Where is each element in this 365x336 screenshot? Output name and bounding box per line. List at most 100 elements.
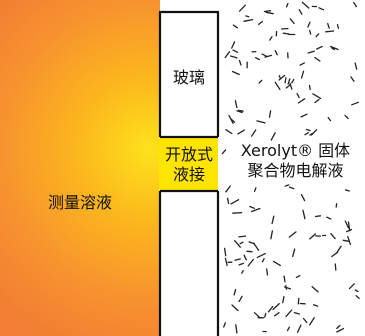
speckle-mark bbox=[223, 247, 227, 257]
speckle-mark bbox=[300, 193, 306, 202]
speckle-mark bbox=[225, 185, 231, 193]
speckle-mark bbox=[229, 55, 238, 59]
speckle-mark bbox=[258, 20, 264, 26]
speckle-mark bbox=[331, 251, 339, 258]
speckle-mark bbox=[330, 233, 336, 240]
speckle-mark bbox=[226, 197, 230, 205]
speckle-mark bbox=[347, 235, 352, 246]
speckle-mark bbox=[232, 24, 239, 29]
speckle-mark bbox=[261, 258, 265, 263]
speckle-mark bbox=[265, 11, 274, 15]
speckle-mark bbox=[284, 77, 287, 84]
speckle-mark bbox=[253, 187, 257, 192]
speckle-mark bbox=[285, 84, 291, 89]
speckle-mark bbox=[261, 53, 268, 57]
glass-upper-region bbox=[160, 12, 218, 137]
speckle-mark bbox=[245, 15, 250, 18]
speckle-mark bbox=[238, 262, 245, 266]
speckle-mark bbox=[268, 110, 272, 118]
speckle-mark bbox=[327, 22, 330, 29]
speckle-mark bbox=[231, 70, 240, 76]
speckle-mark bbox=[336, 24, 340, 29]
speckle-mark bbox=[312, 93, 322, 100]
speckle-mark bbox=[228, 114, 234, 124]
speckle-mark bbox=[232, 49, 239, 53]
speckle-mark bbox=[318, 7, 325, 11]
speckle-mark bbox=[239, 241, 244, 245]
speckle-mark bbox=[266, 268, 269, 276]
speckle-mark bbox=[287, 78, 291, 85]
speckle-mark bbox=[344, 114, 349, 120]
speckle-mark bbox=[243, 18, 254, 22]
speckle-mark bbox=[251, 207, 261, 213]
speckle-mark bbox=[344, 189, 350, 192]
speckle-mark bbox=[326, 216, 332, 220]
speckle-mark bbox=[234, 240, 241, 248]
speckle-mark bbox=[299, 62, 305, 66]
speckle-mark bbox=[282, 295, 285, 304]
speckle-mark bbox=[302, 317, 308, 324]
speckle-mark bbox=[237, 129, 245, 135]
speckle-mark bbox=[354, 289, 359, 293]
speckle-mark bbox=[224, 51, 231, 59]
speckle-mark bbox=[325, 30, 335, 33]
speckle-mark bbox=[298, 9, 303, 15]
speckle-mark bbox=[230, 199, 240, 205]
speckle-mark bbox=[274, 50, 278, 56]
speckle-mark bbox=[285, 309, 293, 318]
speckle-mark bbox=[308, 29, 312, 35]
speckle-mark bbox=[336, 245, 342, 253]
speckle-mark bbox=[221, 149, 227, 155]
speckle-mark bbox=[348, 283, 355, 290]
speckle-mark bbox=[344, 220, 350, 229]
electrolyte-speckle-texture bbox=[221, 1, 360, 334]
speckle-mark bbox=[249, 205, 256, 209]
speckle-mark bbox=[234, 100, 238, 109]
speckle-mark bbox=[280, 27, 289, 30]
xerolyt-label-line1: Xerolyt® 固体 bbox=[240, 141, 351, 160]
speckle-mark bbox=[336, 324, 341, 330]
speckle-mark bbox=[334, 263, 337, 271]
glass-lower-region bbox=[160, 191, 218, 336]
speckle-mark bbox=[243, 254, 247, 261]
speckle-mark bbox=[237, 109, 244, 112]
speckle-mark bbox=[283, 275, 286, 283]
speckle-mark bbox=[314, 98, 320, 104]
speckle-mark bbox=[296, 324, 302, 333]
speckle-mark bbox=[284, 286, 292, 290]
speckle-mark bbox=[224, 257, 228, 267]
speckle-mark bbox=[278, 74, 286, 81]
speckle-mark bbox=[286, 326, 291, 332]
xerolyt-electrolyte-label: Xerolyt® 固体 聚合物电解液 bbox=[226, 141, 365, 181]
speckle-mark bbox=[238, 4, 246, 12]
open-junction-label: 开放式 液接 bbox=[156, 145, 222, 185]
speckle-mark bbox=[247, 258, 254, 267]
speckle-mark bbox=[309, 132, 314, 136]
speckle-mark bbox=[238, 295, 243, 303]
speckle-mark bbox=[351, 101, 359, 106]
speckle-mark bbox=[293, 311, 300, 315]
speckle-mark bbox=[304, 132, 310, 136]
speckle-mark bbox=[302, 209, 306, 220]
speckle-mark bbox=[311, 285, 319, 293]
speckle-mark bbox=[234, 258, 241, 261]
speckle-mark bbox=[274, 81, 281, 91]
speckle-mark bbox=[336, 327, 345, 333]
speckle-mark bbox=[295, 274, 301, 279]
speckle-mark bbox=[288, 186, 295, 190]
speckle-mark bbox=[263, 10, 272, 13]
measurement-solution-region bbox=[0, 0, 160, 336]
xerolyt-label-line2: 聚合物电解液 bbox=[247, 161, 344, 180]
speckle-mark bbox=[250, 129, 257, 137]
speckle-mark bbox=[255, 57, 260, 61]
speckle-mark bbox=[238, 59, 242, 66]
speckle-mark bbox=[314, 215, 322, 218]
speckle-mark bbox=[236, 110, 243, 114]
speckle-mark bbox=[327, 116, 332, 122]
speckle-mark bbox=[278, 75, 282, 80]
measurement-solution-label: 测量溶液 bbox=[47, 193, 112, 212]
speckle-mark bbox=[345, 228, 353, 233]
speckle-mark bbox=[308, 84, 311, 91]
speckle-mark bbox=[307, 50, 315, 54]
